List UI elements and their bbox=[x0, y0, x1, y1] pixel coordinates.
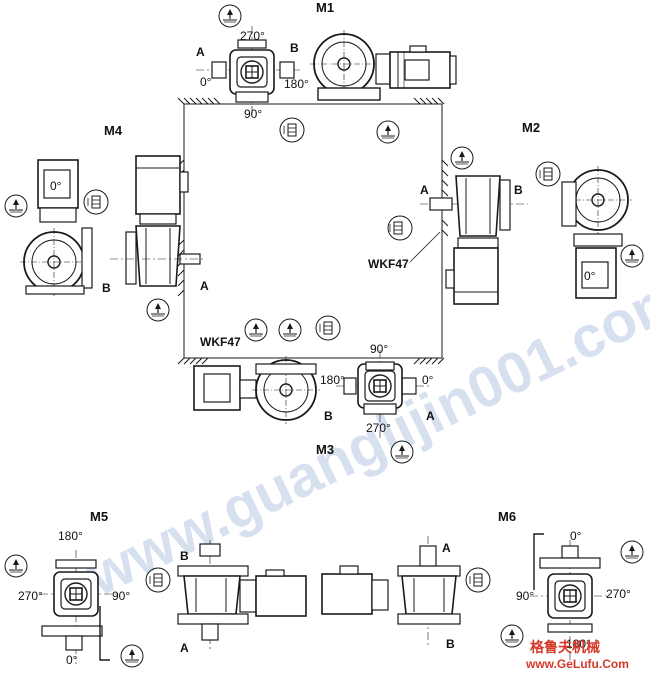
m3-deg270: 270° bbox=[366, 421, 391, 435]
central-frame bbox=[177, 97, 449, 365]
m6-deg270: 270° bbox=[606, 587, 631, 601]
m6-label-b: B bbox=[446, 637, 455, 651]
m6-label-a: A bbox=[442, 541, 451, 555]
m4-gearmotor-side bbox=[19, 159, 93, 297]
m2-label-b: B bbox=[514, 183, 523, 197]
m5-gearmotor-side bbox=[177, 540, 307, 650]
brand-watermark: 格鲁夫机械 bbox=[530, 639, 600, 656]
m5-deg90: 90° bbox=[112, 589, 130, 603]
m4-label-b: B bbox=[102, 281, 111, 295]
m3-deg180: 180° bbox=[320, 373, 345, 387]
m5-label-b: B bbox=[180, 549, 189, 563]
m1-deg0: 0° bbox=[200, 75, 212, 89]
m5-gearbox-front bbox=[40, 550, 118, 664]
m3-model-label: WKF47 bbox=[200, 335, 241, 349]
m2-gearmotor-front bbox=[420, 175, 528, 305]
m3-deg0: 0° bbox=[422, 373, 434, 387]
position-m5: M5 180° 270° 90° 0° B bbox=[4, 509, 307, 668]
m5-label-a: A bbox=[180, 641, 189, 655]
m1-label-b: B bbox=[290, 41, 299, 55]
m6-deg180: 180° bbox=[566, 637, 591, 651]
position-m1: M1 270° A B 0° 180° 90° bbox=[196, 0, 457, 144]
m6-gearmotor-side bbox=[321, 536, 461, 646]
m2-gearmotor-side bbox=[561, 165, 633, 299]
position-m2: M2 A B WKF47 0° bbox=[368, 120, 644, 305]
m1-label-a: A bbox=[196, 45, 205, 59]
label-m5: M5 bbox=[90, 509, 108, 524]
position-m3: M3 WKF47 B 90° 180° 0° A 270° bbox=[193, 315, 435, 464]
position-m4: M4 0° B A bbox=[4, 123, 209, 322]
m3-deg90: 90° bbox=[370, 342, 388, 356]
position-m6: M6 A B 0° 90° 270° 180° bbox=[321, 509, 644, 660]
label-m3: M3 bbox=[316, 442, 334, 457]
m1-gearbox-front bbox=[196, 26, 300, 116]
m3-label-b: B bbox=[324, 409, 333, 423]
m2-label-a: A bbox=[420, 183, 429, 197]
m1-deg270: 270° bbox=[240, 29, 265, 43]
m1-gearmotor bbox=[309, 29, 457, 101]
m2-model-label: WKF47 bbox=[368, 257, 409, 271]
label-m4: M4 bbox=[104, 123, 123, 138]
m5-deg180: 180° bbox=[58, 529, 83, 543]
m2-deg0: 0° bbox=[584, 269, 596, 283]
label-m2: M2 bbox=[522, 120, 540, 135]
m6-gearbox-front bbox=[530, 533, 608, 660]
m5-deg270: 270° bbox=[18, 589, 43, 603]
label-m1: M1 bbox=[316, 0, 334, 15]
brand-url-watermark: www.GeLufu.Com bbox=[525, 657, 629, 671]
m4-label-a: A bbox=[200, 279, 209, 293]
m3-label-a: A bbox=[426, 409, 435, 423]
m1-deg90: 90° bbox=[244, 107, 262, 121]
m3-gearmotor bbox=[193, 355, 321, 425]
m4-deg0: 0° bbox=[50, 179, 62, 193]
m3-gearbox-front bbox=[336, 350, 430, 440]
m6-deg90: 90° bbox=[516, 589, 534, 603]
m6-deg0: 0° bbox=[570, 529, 582, 543]
m5-deg0: 0° bbox=[66, 653, 78, 667]
m1-deg180: 180° bbox=[284, 77, 309, 91]
m4-gearmotor-front bbox=[110, 155, 206, 287]
label-m6: M6 bbox=[498, 509, 516, 524]
